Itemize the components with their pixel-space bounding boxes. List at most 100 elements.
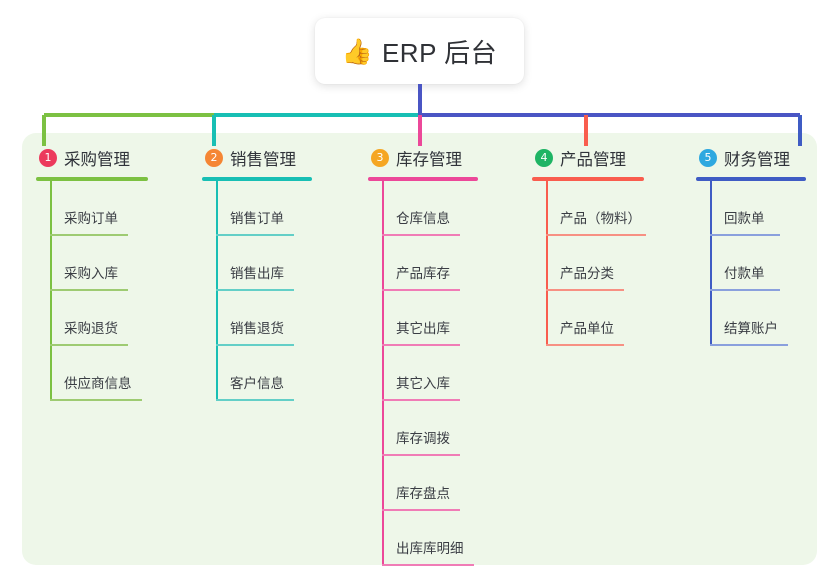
leaf-label: 销售出库 (230, 266, 284, 281)
leaf-label: 供应商信息 (64, 376, 132, 391)
branch-column-5: 5 财务管理回款单付款单结算账户 (696, 146, 806, 346)
leaf-label: 仓库信息 (396, 211, 450, 226)
leaf-node[interactable]: 出库库明细 (368, 511, 478, 566)
branch-number-badge: 5 (699, 149, 717, 167)
leaf-underline (216, 344, 294, 346)
leaf-spine (546, 181, 548, 346)
leaf-label: 产品分类 (560, 266, 614, 281)
branch-underline (532, 177, 644, 181)
branch-number-badge: 1 (39, 149, 57, 167)
leaf-node[interactable]: 产品库存 (368, 236, 478, 291)
leaf-underline (546, 344, 624, 346)
leaf-underline (710, 344, 788, 346)
leaf-underline (382, 564, 474, 566)
leaf-label: 产品单位 (560, 321, 614, 336)
leaf-node[interactable]: 销售订单 (202, 181, 312, 236)
leaf-underline (382, 289, 460, 291)
leaf-node[interactable]: 客户信息 (202, 346, 312, 401)
leaf-node[interactable]: 库存调拨 (368, 401, 478, 456)
branch-underline (202, 177, 312, 181)
leaf-underline (710, 234, 780, 236)
leaf-label: 采购退货 (64, 321, 118, 336)
leaf-spine (50, 181, 52, 401)
branch-underline (36, 177, 148, 181)
branch-title: 库存管理 (396, 151, 462, 169)
leaf-list: 销售订单销售出库销售退货客户信息 (202, 181, 312, 401)
leaf-underline (50, 234, 128, 236)
leaf-node[interactable]: 采购订单 (36, 181, 148, 236)
leaf-label: 其它入库 (396, 376, 450, 391)
leaf-node[interactable]: 产品单位 (532, 291, 644, 346)
leaf-node[interactable]: 仓库信息 (368, 181, 478, 236)
leaf-node[interactable]: 付款单 (696, 236, 806, 291)
leaf-underline (216, 399, 294, 401)
branch-header-2[interactable]: 2 销售管理 (202, 146, 312, 170)
leaf-label: 库存调拨 (396, 431, 450, 446)
leaf-node[interactable]: 供应商信息 (36, 346, 148, 401)
branch-title: 采购管理 (64, 151, 130, 169)
leaf-underline (216, 234, 294, 236)
thumbs-up-icon: 👍 (341, 36, 373, 66)
leaf-spine (216, 181, 218, 401)
leaf-list: 采购订单采购入库采购退货供应商信息 (36, 181, 148, 401)
leaf-underline (382, 234, 460, 236)
leaf-spine (382, 181, 384, 566)
branch-header-1[interactable]: 1 采购管理 (36, 146, 148, 170)
branch-column-1: 1 采购管理采购订单采购入库采购退货供应商信息 (36, 146, 148, 401)
leaf-underline (546, 234, 646, 236)
root-node-card[interactable]: 👍 ERP 后台 (315, 18, 524, 84)
leaf-underline (382, 454, 460, 456)
leaf-underline (382, 399, 460, 401)
branch-header-4[interactable]: 4 产品管理 (532, 146, 644, 170)
branch-title: 产品管理 (560, 151, 626, 169)
leaf-label: 销售订单 (230, 211, 284, 226)
leaf-node[interactable]: 其它入库 (368, 346, 478, 401)
branch-title: 销售管理 (230, 151, 296, 169)
branch-underline (696, 177, 806, 181)
leaf-list: 产品（物料） 产品分类产品单位 (532, 181, 646, 346)
leaf-label: 产品库存 (396, 266, 450, 281)
leaf-node[interactable]: 库存盘点 (368, 456, 478, 511)
leaf-label: 其它出库 (396, 321, 450, 336)
leaf-underline (546, 289, 624, 291)
leaf-underline (710, 289, 780, 291)
branch-number-badge: 4 (535, 149, 553, 167)
leaf-label: 销售退货 (230, 321, 284, 336)
leaf-label: 客户信息 (230, 376, 284, 391)
leaf-node[interactable]: 销售退货 (202, 291, 312, 346)
leaf-underline (382, 344, 460, 346)
leaf-node[interactable]: 回款单 (696, 181, 806, 236)
leaf-label: 采购订单 (64, 211, 118, 226)
branch-header-5[interactable]: 5 财务管理 (696, 146, 806, 170)
leaf-label: 库存盘点 (396, 486, 450, 501)
leaf-node[interactable]: 结算账户 (696, 291, 806, 346)
leaf-underline (382, 509, 460, 511)
branch-column-4: 4 产品管理产品（物料） 产品分类产品单位 (532, 146, 646, 346)
leaf-label: 采购入库 (64, 266, 118, 281)
leaf-node[interactable]: 采购入库 (36, 236, 148, 291)
branch-column-2: 2 销售管理销售订单销售出库销售退货客户信息 (202, 146, 312, 401)
leaf-underline (50, 344, 128, 346)
leaf-label: 付款单 (724, 266, 765, 281)
leaf-underline (50, 289, 128, 291)
leaf-node[interactable]: 产品（物料） (532, 181, 646, 236)
leaf-list: 仓库信息产品库存其它出库其它入库库存调拨库存盘点出库库明细 (368, 181, 478, 566)
leaf-label: 结算账户 (724, 321, 778, 336)
leaf-label: 出库库明细 (396, 541, 464, 556)
leaf-underline (216, 289, 294, 291)
leaf-node[interactable]: 产品分类 (532, 236, 644, 291)
leaf-underline (50, 399, 142, 401)
leaf-node[interactable]: 销售出库 (202, 236, 312, 291)
leaf-list: 回款单付款单结算账户 (696, 181, 806, 346)
leaf-label: 产品（物料） (560, 211, 641, 226)
leaf-node[interactable]: 其它出库 (368, 291, 478, 346)
branch-title: 财务管理 (724, 151, 790, 169)
root-node-title: ERP 后台 (381, 37, 498, 68)
leaf-label: 回款单 (724, 211, 765, 226)
branch-number-badge: 2 (205, 149, 223, 167)
leaf-node[interactable]: 采购退货 (36, 291, 148, 346)
branch-underline (368, 177, 478, 181)
